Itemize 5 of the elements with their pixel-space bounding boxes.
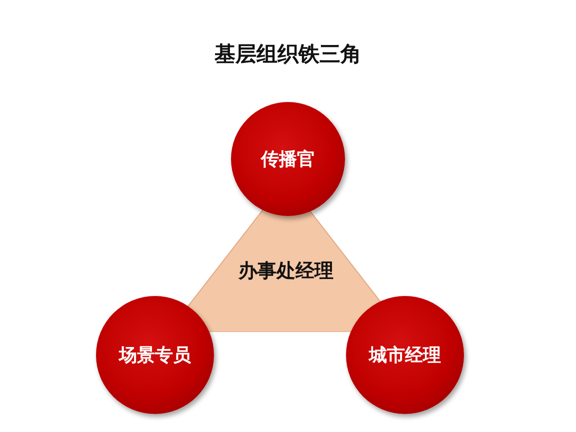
role-circle: 传播官 <box>231 102 345 216</box>
diagram-title: 基层组织铁三角 <box>214 41 362 68</box>
role-circle: 场景专员 <box>96 296 214 414</box>
node-label: 办事处经理 <box>237 259 334 284</box>
role-circle: 城市经理 <box>346 296 464 414</box>
